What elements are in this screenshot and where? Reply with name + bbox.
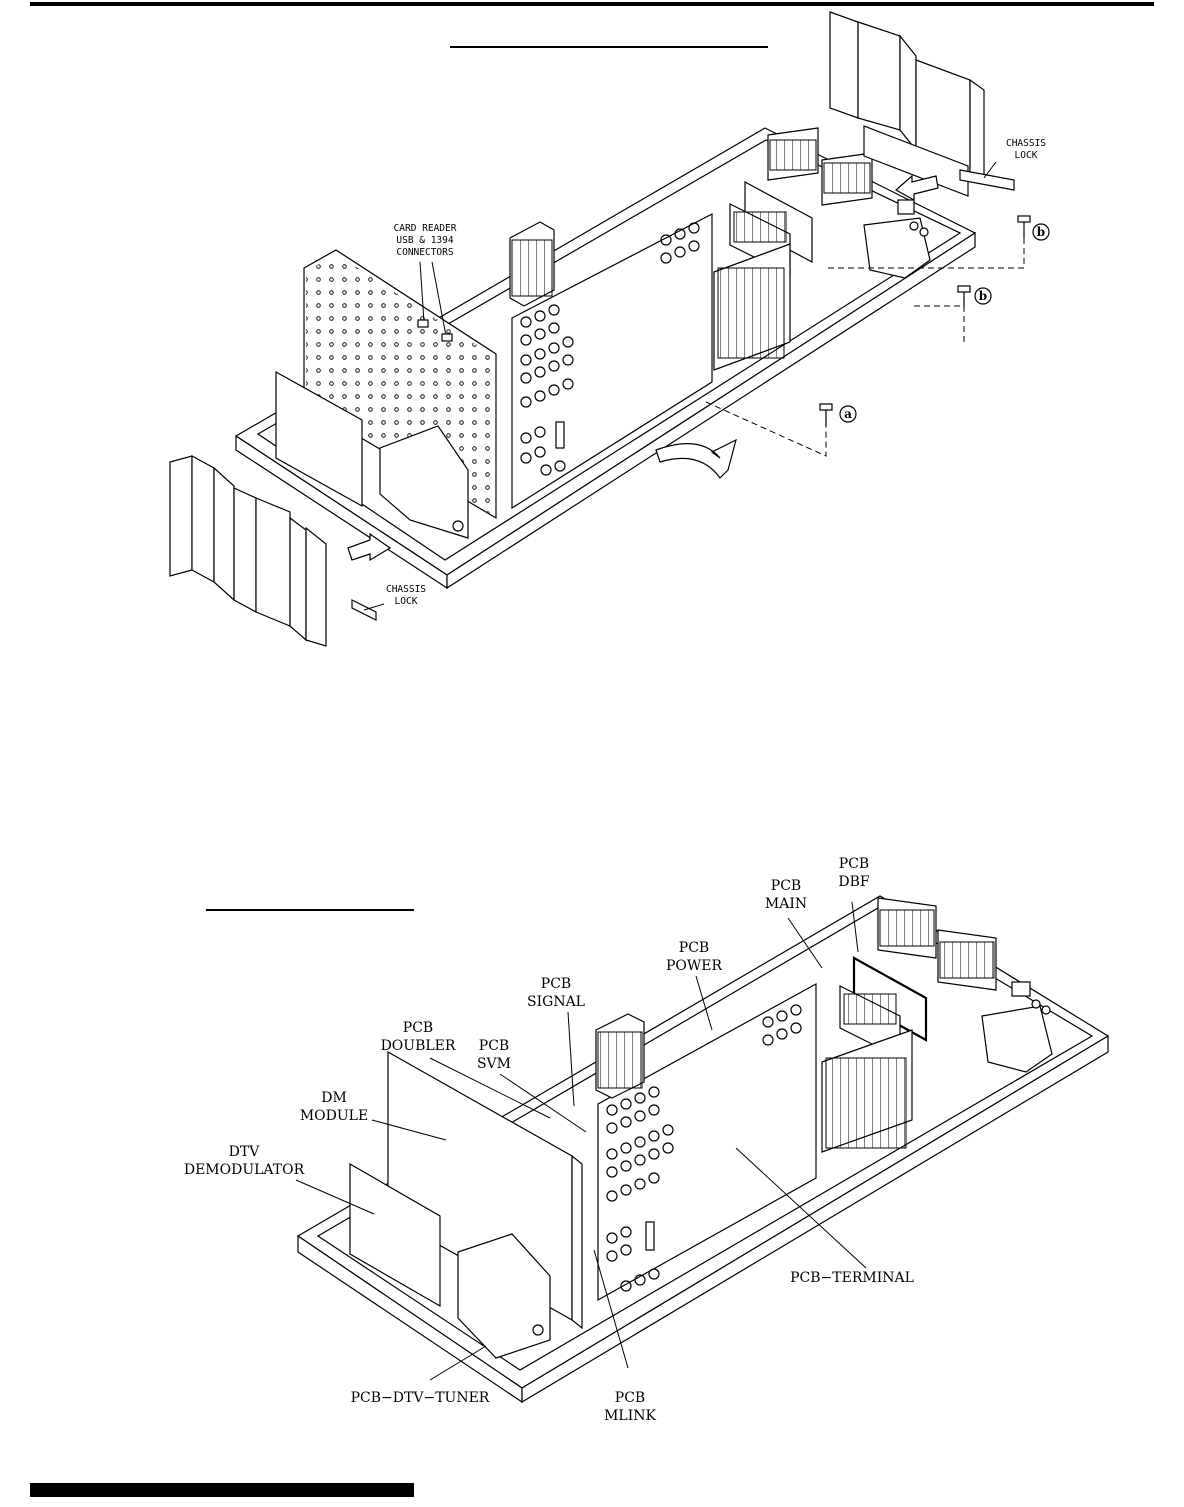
push-arrow-bottom	[347, 532, 392, 562]
push-arrow-top	[894, 174, 939, 202]
chassis-lock-label-top-1: CHASSIS	[1006, 138, 1046, 149]
terminal-block-bottom	[981, 981, 1053, 1073]
label-pcb-mlink-2: MLINK	[604, 1408, 656, 1424]
label-pcb-main-2: MAIN	[765, 896, 807, 912]
card-reader-leader-1	[419, 261, 425, 323]
dtv-demodulator-bottom	[349, 1162, 441, 1308]
chassis-lock-label-top-2: LOCK	[1015, 150, 1038, 161]
label-pcb-signal-1: PCB	[541, 976, 571, 992]
pcb-terminal-bottom	[597, 982, 817, 1302]
label-pcb-dbf-1: PCB	[839, 856, 869, 872]
pcb-terminal-top	[511, 213, 713, 510]
svg-text:b: b	[1037, 225, 1045, 239]
label-dm-module-1: DM	[321, 1090, 347, 1106]
label-dtv-demodulator-1: DTV	[229, 1144, 261, 1160]
svg-text:b: b	[979, 289, 987, 303]
header-rule	[30, 2, 1154, 6]
card-reader-label-1: CARD READER	[394, 223, 457, 234]
card-reader-label-3: CONNECTORS	[396, 247, 453, 258]
card-reader-label-2: USB & 1394	[396, 235, 453, 246]
label-pcb-dtv-tuner: PCB−DTV−TUNER	[351, 1390, 490, 1406]
chassis-lock-label-bottom-2: LOCK	[395, 596, 418, 607]
svg-text:a: a	[844, 407, 852, 421]
label-pcb-doubler-2: DOUBLER	[381, 1038, 456, 1054]
center-heatsinks-bottom	[821, 985, 913, 1153]
leader-lines-bottom	[295, 901, 867, 1381]
footer-block	[30, 1483, 414, 1497]
label-pcb-power-2: POWER	[666, 958, 723, 974]
rotate-arrow	[655, 438, 737, 479]
label-pcb-svm-2: SVM	[477, 1056, 511, 1072]
screw-a: a	[819, 403, 857, 426]
side-rail-bottom-left	[169, 454, 385, 647]
label-pcb-svm-1: PCB	[479, 1038, 509, 1054]
screw-b2: b	[957, 285, 992, 308]
label-pcb-dbf-2: DBF	[838, 874, 870, 890]
chassis-lock-label-bottom-1: CHASSIS	[386, 584, 426, 595]
signal-heatsink-top	[509, 221, 555, 307]
label-pcb-doubler-1: PCB	[403, 1020, 433, 1036]
rear-heatsinks-bottom	[877, 897, 997, 991]
rear-heatsinks-top	[767, 127, 873, 206]
dtv-demodulator-top	[275, 370, 363, 508]
dm-module-box-top	[303, 249, 497, 539]
side-rail-top-right	[829, 11, 1015, 197]
label-dtv-demodulator-2: DEMODULATOR	[184, 1162, 305, 1178]
label-dm-module-2: MODULE	[300, 1108, 368, 1124]
bottom-diagram: PCB DBF PCB MAIN PCB POWER PCB SIGNAL PC…	[184, 856, 1110, 1424]
label-pcb-terminal: PCB−TERMINAL	[790, 1270, 914, 1286]
label-pcb-power-1: PCB	[679, 940, 709, 956]
pcb-dtv-tuner-box	[457, 1233, 551, 1359]
center-heatsinks-top	[713, 203, 791, 371]
signal-heatsink-bottom	[595, 1013, 645, 1099]
label-pcb-signal-2: SIGNAL	[527, 994, 585, 1010]
terminal-block-top	[863, 199, 931, 279]
top-diagram: b b a CHASSIS LOCK	[169, 11, 1050, 647]
label-pcb-main-1: PCB	[771, 878, 801, 894]
pcb-dbf-bottom	[852, 956, 928, 1042]
screw-b1: b	[1017, 215, 1050, 241]
card-reader-leader-2	[431, 261, 447, 337]
label-pcb-mlink-1: PCB	[615, 1390, 645, 1406]
